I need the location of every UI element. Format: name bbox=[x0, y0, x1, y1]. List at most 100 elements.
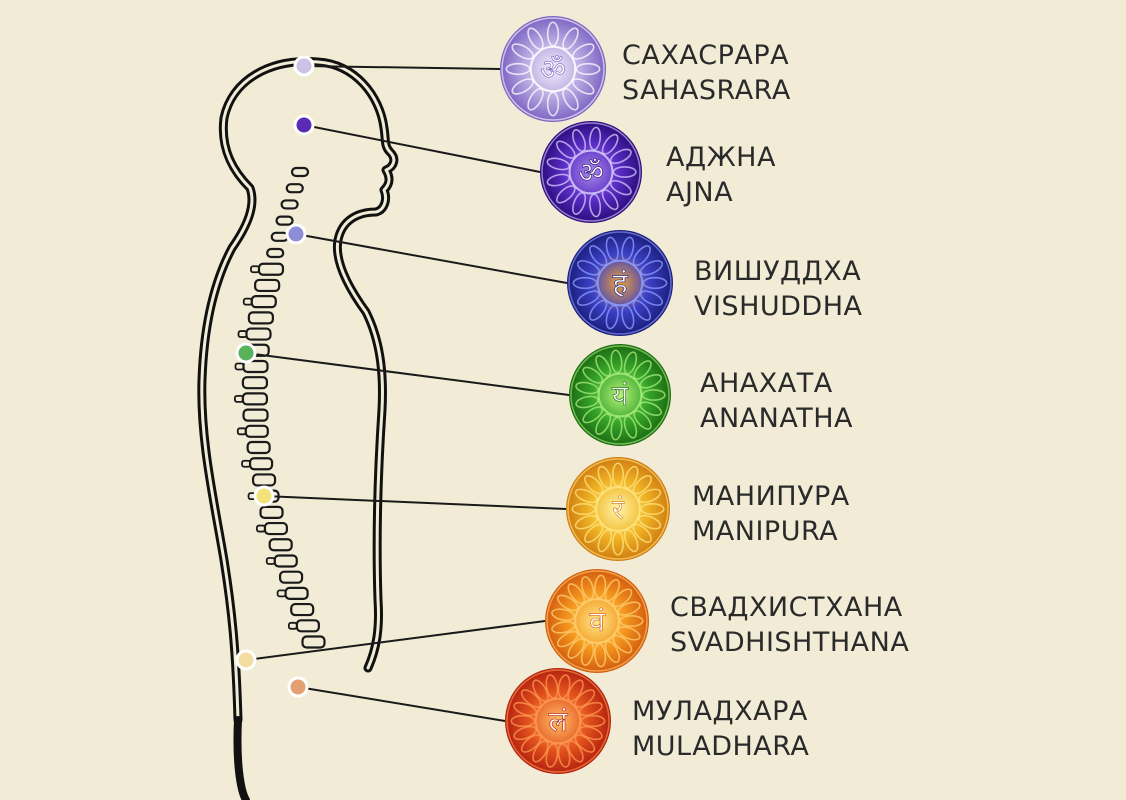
chakra-petal bbox=[580, 642, 595, 666]
chakra-outer-ring bbox=[568, 231, 672, 335]
chakra-petal bbox=[617, 601, 641, 616]
chakra-petal bbox=[574, 734, 596, 753]
vertebra bbox=[263, 521, 289, 536]
vertebra bbox=[241, 392, 269, 406]
chakra-disc: यं bbox=[569, 344, 671, 446]
chakra-petal bbox=[617, 626, 641, 641]
chakra-petal bbox=[632, 299, 651, 321]
chakra-petal bbox=[609, 179, 632, 196]
chakra-petal bbox=[575, 381, 599, 395]
chakra-petal bbox=[520, 689, 542, 708]
chakra-petal bbox=[572, 43, 595, 60]
chakra-petal bbox=[576, 290, 601, 306]
vam-symbol-icon: वं bbox=[589, 605, 605, 638]
vertebra-process bbox=[287, 621, 298, 630]
vertebra bbox=[251, 473, 277, 487]
chakra-point bbox=[293, 55, 315, 77]
chakra-petal bbox=[574, 514, 598, 530]
yam-symbol-icon: यं bbox=[612, 379, 629, 412]
vertebra bbox=[254, 278, 281, 293]
chakra-petal bbox=[639, 401, 663, 417]
chakra-petal bbox=[638, 514, 662, 530]
chakra-petal bbox=[578, 725, 603, 741]
chakra-petal bbox=[632, 523, 652, 543]
chakra-petal bbox=[632, 475, 652, 495]
chakra-petal bbox=[575, 395, 599, 409]
chakra-disc: ॐ bbox=[500, 16, 606, 122]
chakra-petal bbox=[513, 701, 538, 717]
vertebra-process bbox=[250, 265, 260, 274]
vertebra bbox=[248, 457, 274, 471]
vertebra-process bbox=[234, 362, 245, 371]
chakra-disc: ॐ bbox=[540, 121, 642, 223]
chakra-petals bbox=[510, 674, 606, 768]
chakra-petal bbox=[640, 502, 665, 515]
chakra-inner-ring bbox=[574, 598, 620, 644]
chakra-petal bbox=[545, 743, 559, 768]
connector-line bbox=[245, 352, 570, 396]
chakra-petal bbox=[584, 523, 604, 543]
chakra-petal bbox=[532, 740, 549, 763]
chakra-petal bbox=[597, 529, 613, 553]
chakra-petal bbox=[639, 260, 664, 276]
third-eye-symbol-icon: ॐ bbox=[578, 156, 604, 189]
vertebra bbox=[290, 602, 315, 617]
chakra-petal bbox=[555, 140, 576, 159]
chakra-inner-ring bbox=[529, 45, 577, 93]
chakra-petal bbox=[572, 78, 595, 95]
chakra-petal bbox=[639, 290, 664, 306]
chakra-petal bbox=[610, 416, 623, 441]
chakra-body-points bbox=[235, 55, 315, 698]
vertebra bbox=[245, 327, 272, 341]
vertebra bbox=[273, 554, 298, 568]
chakra-petal bbox=[597, 465, 613, 489]
connector-line bbox=[295, 233, 568, 284]
chakra-petal bbox=[574, 488, 598, 504]
body-silhouette bbox=[197, 57, 399, 800]
vertebra bbox=[241, 376, 268, 390]
chakra-petal bbox=[557, 743, 571, 768]
chakra-petal bbox=[621, 304, 635, 330]
chakra-disc-base bbox=[540, 121, 642, 223]
vertebra bbox=[268, 538, 293, 552]
chakra-point bbox=[235, 342, 257, 364]
chakra-outer-ring bbox=[546, 570, 648, 672]
lower-back-outline bbox=[233, 716, 250, 800]
chakra-outer-ring bbox=[506, 669, 610, 773]
connector-line bbox=[303, 65, 501, 70]
chakra-petal bbox=[633, 360, 652, 380]
chakra-petal bbox=[642, 276, 668, 290]
chakra-name-en: MANIPURA bbox=[692, 516, 839, 547]
chakra-petal bbox=[511, 78, 534, 95]
chakra-petal bbox=[633, 410, 652, 430]
chakra-petal bbox=[611, 462, 624, 487]
vertebra-process bbox=[256, 524, 266, 533]
chakra-petal bbox=[604, 578, 621, 602]
vertebra bbox=[290, 166, 310, 178]
chakra-point bbox=[293, 114, 315, 136]
chakra-petal bbox=[551, 620, 576, 634]
chakra-discs: ॐॐहंयंरंवंलं bbox=[500, 16, 673, 774]
connector-line bbox=[245, 620, 546, 661]
chakra-petal bbox=[580, 576, 595, 600]
chakra-petal bbox=[567, 637, 586, 659]
chakra-petal bbox=[641, 389, 666, 401]
chakra-petal bbox=[576, 260, 601, 276]
chakra-petals bbox=[572, 236, 668, 330]
chakra-petal bbox=[505, 62, 531, 76]
chakra-outer-ring bbox=[541, 122, 641, 222]
chakra-disc-base bbox=[505, 668, 611, 774]
chakra-disc-base bbox=[566, 457, 670, 561]
chakra-petals bbox=[575, 349, 666, 441]
chakra-petal bbox=[567, 583, 586, 605]
chakra-point bbox=[253, 485, 275, 507]
vertebra bbox=[247, 311, 274, 325]
chakra-petal bbox=[601, 133, 619, 155]
chakra-petal bbox=[571, 503, 596, 516]
vertebra-process bbox=[265, 557, 276, 565]
vertebra-process bbox=[237, 330, 248, 338]
chakra-petal bbox=[619, 614, 644, 627]
